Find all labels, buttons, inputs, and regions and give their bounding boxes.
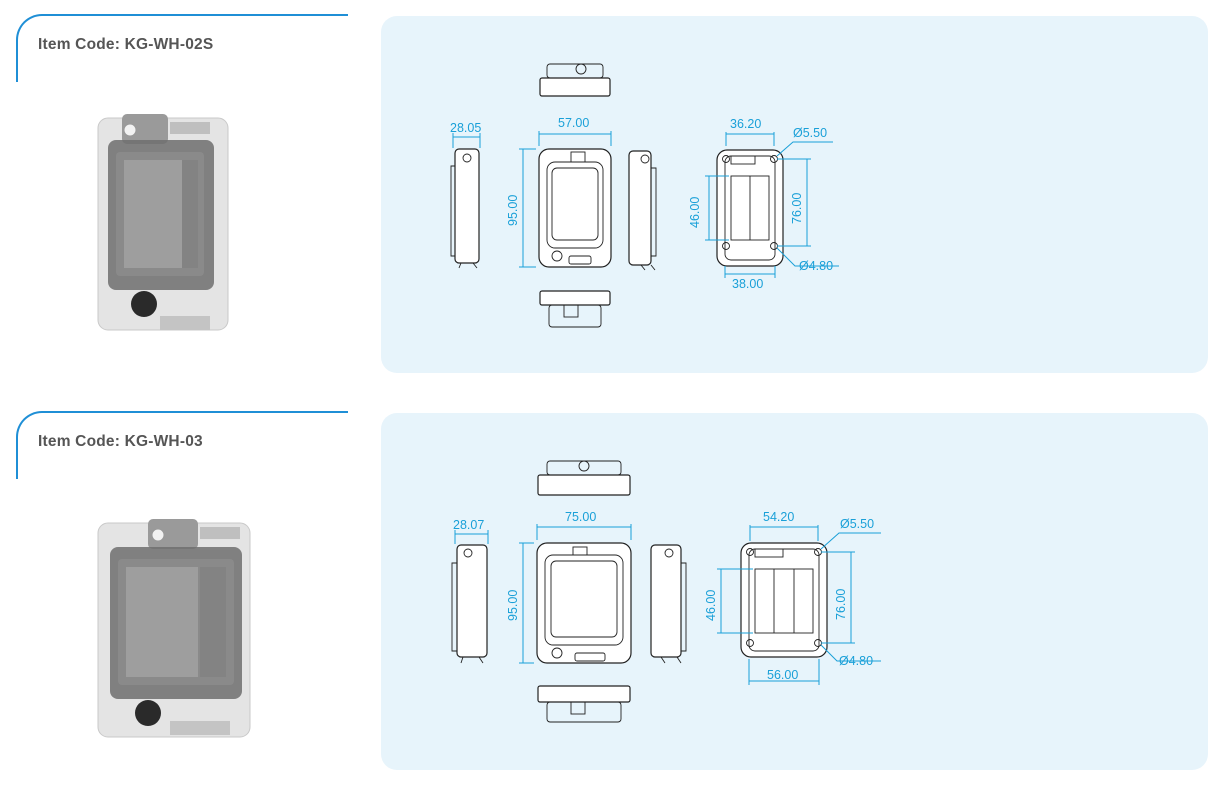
- dim-inner-height: 46.00: [704, 590, 718, 621]
- front-view: [536, 542, 632, 664]
- dim-width: 57.00: [558, 116, 589, 130]
- left-side-view: [450, 148, 480, 269]
- back-view: [740, 542, 828, 658]
- front-view: [538, 148, 612, 268]
- technical-drawing-kg-wh-02s: 28.05 57.00 95.00 36.20 Ø5.50 46.00 76.0…: [450, 63, 839, 328]
- top-view: [539, 63, 611, 97]
- item-code-frame: [16, 14, 348, 82]
- dim-mount-width: 36.20: [730, 117, 761, 131]
- dim-base-width: 38.00: [732, 277, 763, 291]
- dim-hole-bottom: Ø4.80: [839, 654, 873, 668]
- left-side-view: [451, 544, 488, 664]
- right-side-view: [628, 150, 657, 271]
- dim-mount-height: 76.00: [834, 589, 848, 620]
- dim-hole-top: Ø5.50: [840, 517, 874, 531]
- product-photo-kg-wh-03: [97, 519, 251, 738]
- bottom-view: [537, 685, 631, 723]
- dim-inner-height: 46.00: [688, 197, 702, 228]
- dim-mount-height: 76.00: [790, 193, 804, 224]
- back-view: [716, 149, 784, 267]
- dim-base-width: 56.00: [767, 668, 798, 682]
- dim-depth: 28.05: [450, 121, 481, 135]
- technical-drawing-panel: 28.05 57.00 95.00 36.20 Ø5.50 46.00 76.0…: [381, 16, 1208, 373]
- bottom-view: [539, 290, 611, 328]
- product-section-kg-wh-03: Item Code: KG-WH-03: [0, 397, 1225, 777]
- dim-hole-bottom: Ø4.80: [799, 259, 833, 273]
- dim-height: 95.00: [506, 590, 520, 621]
- item-code-label: Item Code: KG-WH-03: [38, 433, 203, 450]
- product-section-kg-wh-02s: Item Code: KG-WH-02S: [0, 0, 1225, 380]
- product-photo-kg-wh-02s: [97, 114, 229, 331]
- dim-mount-width: 54.20: [763, 510, 794, 524]
- item-code-label: Item Code: KG-WH-02S: [38, 36, 214, 53]
- dim-width: 75.00: [565, 510, 596, 524]
- top-view: [537, 460, 631, 496]
- item-code-frame: [16, 411, 348, 479]
- technical-drawing-panel: 28.07 75.00 95.00 54.20 Ø5.50 46.00 76.0…: [381, 413, 1208, 770]
- technical-drawing-kg-wh-03: 28.07 75.00 95.00 54.20 Ø5.50 46.00 76.0…: [451, 460, 881, 723]
- right-side-view: [650, 544, 687, 664]
- dim-depth: 28.07: [453, 518, 484, 532]
- dim-hole-top: Ø5.50: [793, 126, 827, 140]
- dim-height: 95.00: [506, 195, 520, 226]
